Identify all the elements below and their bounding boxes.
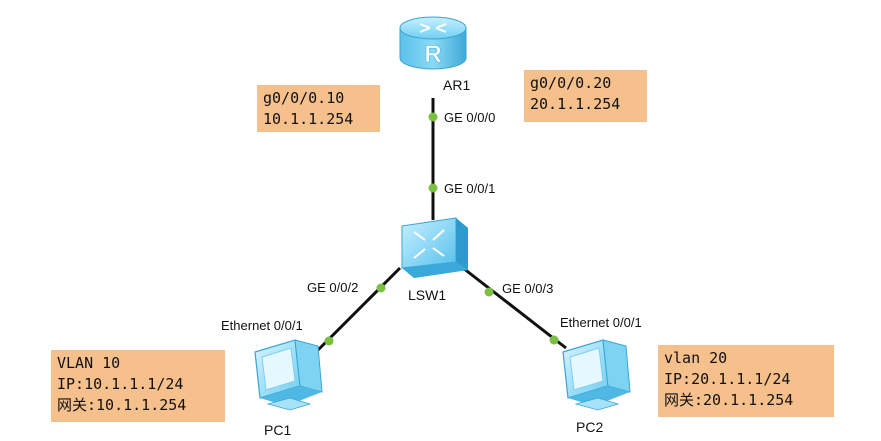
note-pc1-line1: VLAN 10: [57, 354, 121, 372]
port-dot-pc1-eth[interactable]: [324, 336, 334, 346]
switch-icon[interactable]: [401, 217, 468, 278]
port-label-pc2-eth: Ethernet 0/0/1: [560, 315, 642, 330]
note-pc2-line1: vlan 20: [664, 349, 728, 367]
link-lsw1-pc2: [462, 266, 567, 350]
note-subif20-line1: g0/0/0.20: [530, 74, 612, 92]
port-label-lsw1-ge001: GE 0/0/1: [444, 181, 495, 196]
port-label-lsw1-ge002: GE 0/0/2: [307, 280, 358, 295]
port-label-ar1-ge000: GE 0/0/0: [444, 110, 495, 125]
port-label-pc1-eth: Ethernet 0/0/1: [221, 318, 303, 333]
note-subif20-line2: 20.1.1.254: [530, 95, 621, 113]
link-lsw1-pc1: [316, 266, 402, 352]
pc2-icon[interactable]: [562, 339, 631, 411]
note-subif10: g0/0/0.10 10.1.1.254: [257, 85, 380, 132]
port-dot-ar1-ge000[interactable]: [428, 112, 438, 122]
pc2-label: PC2: [576, 419, 603, 435]
port-dot-lsw1-ge001[interactable]: [428, 183, 438, 193]
router-icon[interactable]: R: [399, 16, 467, 70]
note-pc1-line2: IP:10.1.1.1/24: [57, 375, 184, 393]
svg-text:R: R: [424, 41, 441, 68]
router-label: AR1: [443, 77, 470, 93]
note-pc1-line3: 网关:10.1.1.254: [57, 396, 187, 414]
note-pc2-line3: 网关:20.1.1.254: [664, 391, 794, 409]
note-pc2: vlan 20 IP:20.1.1.1/24 网关:20.1.1.254: [658, 345, 834, 417]
note-pc1: VLAN 10 IP:10.1.1.1/24 网关:10.1.1.254: [51, 350, 225, 422]
note-pc2-line2: IP:20.1.1.1/24: [664, 370, 791, 388]
pc1-label: PC1: [264, 422, 291, 438]
pc1-icon[interactable]: [254, 339, 323, 411]
port-dot-lsw1-ge003[interactable]: [484, 287, 494, 297]
note-subif10-line2: 10.1.1.254: [263, 110, 354, 128]
port-dot-pc2-eth[interactable]: [549, 335, 559, 345]
note-subif10-line1: g0/0/0.10: [263, 89, 345, 107]
port-label-lsw1-ge003: GE 0/0/3: [502, 281, 553, 296]
switch-label: LSW1: [408, 287, 446, 303]
port-dot-lsw1-ge002[interactable]: [376, 283, 386, 293]
note-subif20: g0/0/0.20 20.1.1.254: [524, 70, 647, 122]
